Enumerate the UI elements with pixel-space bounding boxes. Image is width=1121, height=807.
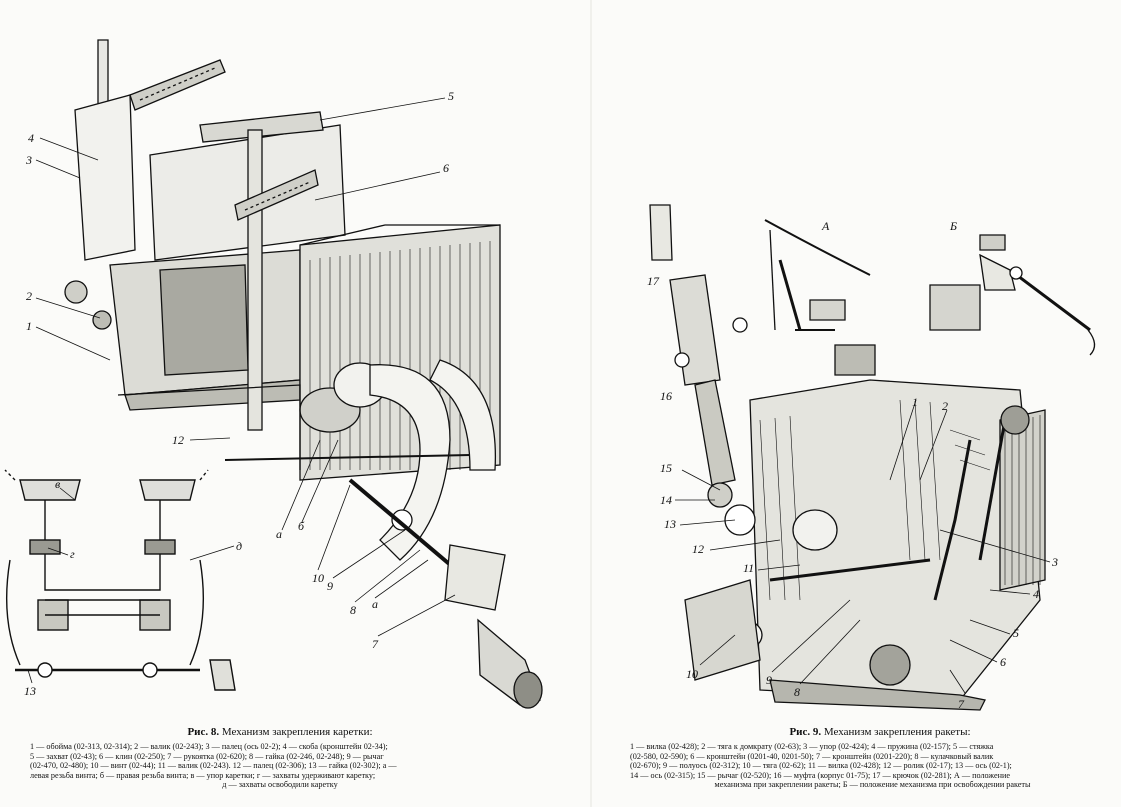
callout-B: Б (949, 219, 957, 233)
callout-2: 2 (26, 289, 32, 303)
caption-line: левая резьба винта; б — правая резьба ви… (30, 770, 376, 780)
callout-d: д (236, 539, 242, 553)
callout-13: 13 (24, 684, 36, 698)
callout-13: 13 (664, 517, 676, 531)
callout-A: А (821, 219, 830, 233)
callout-9: 9 (766, 673, 772, 687)
callout-5: 5 (448, 89, 454, 103)
page-seam (590, 0, 592, 807)
callout-3: 3 (1051, 555, 1058, 569)
caption-line: д — захваты освободили каретку (222, 780, 338, 790)
callout-a2: а (372, 597, 378, 611)
callout-5: 5 (1013, 626, 1019, 640)
callout-12: 12 (692, 542, 704, 556)
figure8-caption-body: 1 — обойма (02-313, 02-314); 2 — валик (… (30, 742, 530, 790)
callout-15: 15 (660, 461, 672, 475)
callout-11: 11 (743, 561, 754, 575)
callout-b: б (298, 519, 305, 533)
callout-7: 7 (372, 637, 379, 651)
figure9-caption-body: 1 — вилка (02-428); 2 — тяга к домкрату … (630, 742, 1115, 790)
callout-10: 10 (312, 571, 324, 585)
figure8-caption-title: Рис. 8. Механизм закрепления каретки: (187, 726, 373, 738)
caption-line: механизма при закреплении ракеты; Б — по… (714, 780, 1031, 790)
callout-1: 1 (26, 319, 32, 333)
callout-v: в (55, 477, 60, 491)
caption-line: (02-470, 02-480); 10 — винт (02-44); 11 … (30, 761, 397, 771)
callout-g: г (70, 547, 75, 561)
callout-4: 4 (28, 131, 34, 145)
callout-a: а (276, 527, 282, 541)
caption-line: 1 — вилка (02-428); 2 — тяга к домкрату … (630, 742, 994, 751)
caption-line: 14 — ось (02-315); 15 — рычаг (02-520); … (630, 770, 1010, 780)
caption-line: 5 — захват (02-43); 6 — клин (02-250); 7… (30, 751, 384, 761)
callout-7: 7 (958, 697, 965, 711)
callout-9: 9 (327, 579, 333, 593)
callout-4: 4 (1033, 587, 1039, 601)
caption-line: 1 — обойма (02-313, 02-314); 2 — валик (… (30, 742, 388, 751)
callout-8: 8 (350, 603, 356, 617)
callout-12: 12 (172, 433, 184, 447)
caption-line: (02-580, 02-590); 6 — кронштейн (0201-40… (630, 751, 994, 761)
callout-2: 2 (942, 399, 948, 413)
callout-14: 14 (660, 493, 672, 507)
callout-6: 6 (1000, 655, 1006, 669)
callout-8: 8 (794, 685, 800, 699)
figure9-drawing: А Б 17 16 15 14 13 12 11 10 9 8 7 6 5 4 … (647, 204, 1096, 711)
callout-17: 17 (647, 274, 660, 288)
callout-10: 10 (686, 667, 698, 681)
figure8-drawing: 5 4 3 6 2 1 12 а б 10 9 8 а 7 в г д 13 (4, 39, 543, 709)
callout-16: 16 (660, 389, 672, 403)
callout-3: 3 (25, 153, 32, 167)
page-left: 5 4 3 6 2 1 12 а б 10 9 8 а 7 в г д 13 Р… (0, 0, 560, 807)
caption-line: (02-670); 9 — полуось (02-312); 10 — тяг… (630, 761, 1012, 771)
figure9-caption-title: Рис. 9. Механизм закрепления ракеты: (789, 726, 971, 738)
page-right: А Б 17 16 15 14 13 12 11 10 9 8 7 6 5 4 … (600, 0, 1121, 807)
callout-6: 6 (443, 161, 449, 175)
callout-1: 1 (912, 395, 918, 409)
